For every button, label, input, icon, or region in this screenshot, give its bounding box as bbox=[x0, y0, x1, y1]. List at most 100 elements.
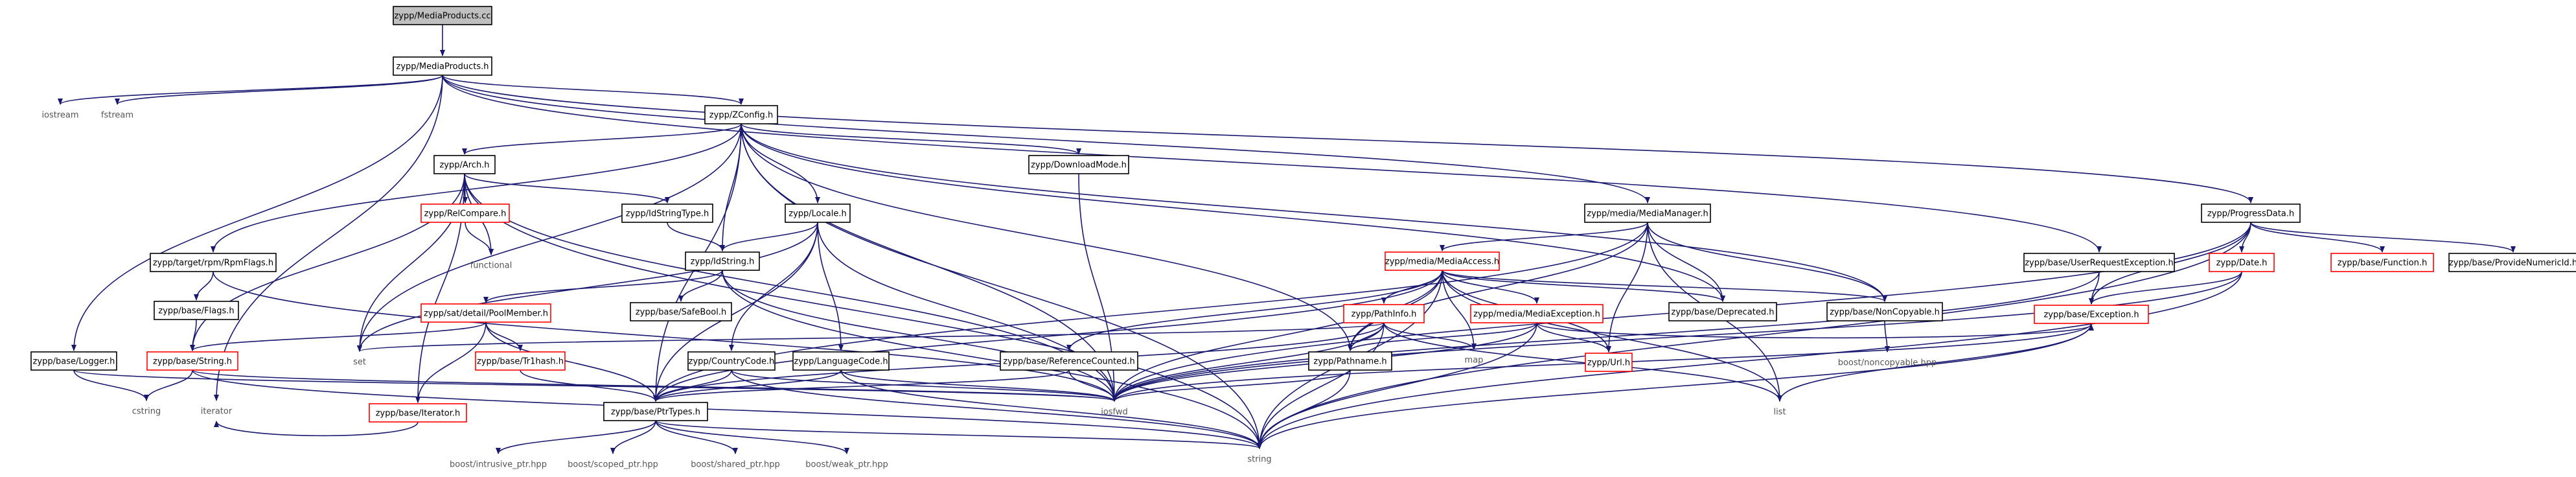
edge-path bbox=[731, 369, 1117, 402]
edge-n_pathinfo-to-n_list bbox=[1383, 322, 1782, 402]
node-trhash[interactable]: zypp/base/Tr1hash.h bbox=[475, 351, 566, 371]
node-deprecated[interactable]: zypp/base/Deprecated.h bbox=[1668, 302, 1777, 321]
node-provideid[interactable]: zypp/base/ProvideNumericId.h bbox=[2448, 253, 2576, 272]
edge-n_trhash-to-n_ptrtypes bbox=[520, 369, 658, 402]
edge-path bbox=[653, 270, 1443, 402]
node-stdstring: string bbox=[1247, 455, 1271, 465]
edge-path bbox=[1112, 270, 1443, 402]
node-functional: functional bbox=[470, 261, 512, 271]
node-label: zypp/base/NonCopyable.h bbox=[1830, 308, 1940, 318]
node-refcounted[interactable]: zypp/base/ReferenceCounted.h bbox=[1000, 351, 1138, 371]
edge-n_mediaaccess-to-n_iosfwd bbox=[1112, 270, 1443, 402]
edge-n_mediaexc-to-n_pathname bbox=[1348, 322, 1537, 351]
node-box bbox=[420, 303, 551, 323]
node-label: iterator bbox=[201, 407, 233, 417]
edge-n_poolmember-to-n_trhash bbox=[485, 321, 523, 351]
edge-n_zconfig-to-n_arch bbox=[462, 123, 742, 155]
node-relcomp[interactable]: zypp/RelCompare.h bbox=[420, 204, 510, 223]
node-mediamgr[interactable]: zypp/media/MediaManager.h bbox=[1584, 204, 1711, 223]
node-iosfwd: iosfwd bbox=[1101, 408, 1128, 417]
edge-path bbox=[1536, 322, 1611, 353]
node-label: zypp/base/Logger.h bbox=[33, 357, 115, 367]
node-cc[interactable]: zypp/MediaProducts.cc bbox=[393, 6, 492, 25]
node-intrusive: boost/intrusive_ptr.hpp bbox=[450, 460, 547, 470]
node-flags[interactable]: zypp/base/Flags.h bbox=[154, 301, 239, 320]
node-box bbox=[630, 302, 732, 321]
node-ptrtypes[interactable]: zypp/base/PtrTypes.h bbox=[603, 402, 708, 421]
edge-path bbox=[144, 369, 193, 401]
node-mediaexc[interactable]: zypp/media/MediaException.h bbox=[1470, 304, 1604, 323]
node-language[interactable]: zypp/LanguageCode.h bbox=[792, 351, 890, 371]
edge-path bbox=[1442, 270, 1782, 402]
edge-path bbox=[442, 75, 2102, 253]
node-zconfig[interactable]: zypp/ZConfig.h bbox=[704, 105, 778, 124]
edge-n_arch-to-n_stdstring bbox=[464, 173, 1262, 449]
node-label: iosfwd bbox=[1101, 408, 1128, 417]
node-url[interactable]: zypp/Url.h bbox=[1585, 353, 1633, 372]
edge-path bbox=[817, 222, 844, 351]
node-label: zypp/Locale.h bbox=[788, 209, 846, 219]
edge-n_zconfig-to-n_idstring bbox=[720, 123, 742, 251]
edge-path bbox=[190, 321, 487, 351]
node-label: boost/scoped_ptr.hpp bbox=[568, 460, 658, 470]
edge-path bbox=[1348, 222, 1648, 351]
node-mediaaccess[interactable]: zypp/media/MediaAccess.h bbox=[1385, 251, 1500, 271]
node-pathinfo[interactable]: zypp/PathInfo.h bbox=[1343, 304, 1425, 323]
node-box bbox=[621, 204, 713, 223]
node-logger[interactable]: zypp/base/Logger.h bbox=[30, 351, 117, 371]
edge-path bbox=[465, 222, 494, 255]
node-box bbox=[2330, 253, 2434, 272]
edge-path bbox=[192, 369, 1262, 449]
node-mph[interactable]: zypp/MediaProducts.h bbox=[393, 56, 492, 76]
node-poolmember[interactable]: zypp/sat/detail/PoolMember.h bbox=[420, 303, 551, 323]
node-label: zypp/MediaProducts.h bbox=[397, 62, 489, 72]
node-function[interactable]: zypp/base/Function.h bbox=[2330, 253, 2434, 272]
node-box bbox=[1585, 353, 1633, 372]
node-map: map bbox=[1465, 356, 1484, 366]
edge-path bbox=[415, 321, 487, 403]
node-label: zypp/base/Deprecated.h bbox=[1672, 308, 1775, 318]
node-date[interactable]: zypp/Date.h bbox=[2209, 253, 2275, 272]
edge-n_poolmember-to-n_ptrtypes bbox=[485, 321, 658, 402]
node-label: zypp/base/UserRequestException.h bbox=[2025, 259, 2174, 268]
edge-n_ptrtypes-to-n_stdstring bbox=[655, 420, 1262, 449]
edge-n_mediamgr-to-n_deprecated bbox=[1647, 222, 1725, 302]
node-biterator[interactable]: zypp/base/Iterator.h bbox=[369, 403, 467, 423]
node-exception[interactable]: zypp/base/Exception.h bbox=[2034, 305, 2149, 324]
node-country[interactable]: zypp/CountryCode.h bbox=[687, 351, 776, 371]
edge-path bbox=[1440, 222, 1648, 251]
node-idstrtype[interactable]: zypp/IdStringType.h bbox=[621, 204, 713, 223]
edge-n_zconfig-to-n_noncopy bbox=[741, 123, 1887, 302]
node-safebool[interactable]: zypp/base/SafeBool.h bbox=[630, 302, 732, 321]
edge-n_arch-to-n_set bbox=[357, 173, 465, 352]
edge-path bbox=[357, 173, 465, 352]
node-pathname[interactable]: zypp/Pathname.h bbox=[1308, 351, 1392, 371]
node-box bbox=[1308, 351, 1392, 371]
edge-n_ptrtypes-to-n_weak bbox=[655, 420, 849, 454]
node-string[interactable]: zypp/base/String.h bbox=[146, 351, 238, 371]
edge-path bbox=[483, 270, 723, 303]
edge-n_mph-to-n_progress bbox=[442, 75, 2253, 204]
node-rpmflags[interactable]: zypp/target/rpm/RpmFlags.h bbox=[150, 253, 277, 272]
node-arch[interactable]: zypp/Arch.h bbox=[433, 155, 496, 174]
node-label: zypp/base/PtrTypes.h bbox=[611, 408, 700, 417]
node-label: zypp/base/String.h bbox=[153, 357, 232, 367]
node-label: zypp/Pathname.h bbox=[1313, 357, 1386, 367]
edge-n_pathinfo-to-n_iosfwd bbox=[1112, 322, 1385, 402]
node-label: zypp/base/ProvideNumericId.h bbox=[2449, 259, 2576, 268]
edge-path bbox=[840, 369, 1262, 449]
edge-n_idstring-to-n_poolmember bbox=[483, 270, 723, 303]
node-box bbox=[1000, 351, 1138, 371]
node-label: list bbox=[1773, 408, 1786, 417]
node-download[interactable]: zypp/DownloadMode.h bbox=[1028, 155, 1129, 174]
node-locale[interactable]: zypp/Locale.h bbox=[785, 204, 851, 223]
node-box bbox=[150, 253, 277, 272]
edge-n_date-to-n_stdstring bbox=[1257, 271, 2242, 449]
edge-path bbox=[1442, 270, 1887, 302]
edge-path bbox=[1257, 323, 2092, 449]
node-userreq[interactable]: zypp/base/UserRequestException.h bbox=[2023, 253, 2175, 272]
node-label: cstring bbox=[132, 407, 161, 417]
node-idstring[interactable]: zypp/IdString.h bbox=[685, 251, 760, 271]
node-progress[interactable]: zypp/ProgressData.h bbox=[2201, 204, 2301, 223]
node-noncopy[interactable]: zypp/base/NonCopyable.h bbox=[1826, 302, 1943, 321]
